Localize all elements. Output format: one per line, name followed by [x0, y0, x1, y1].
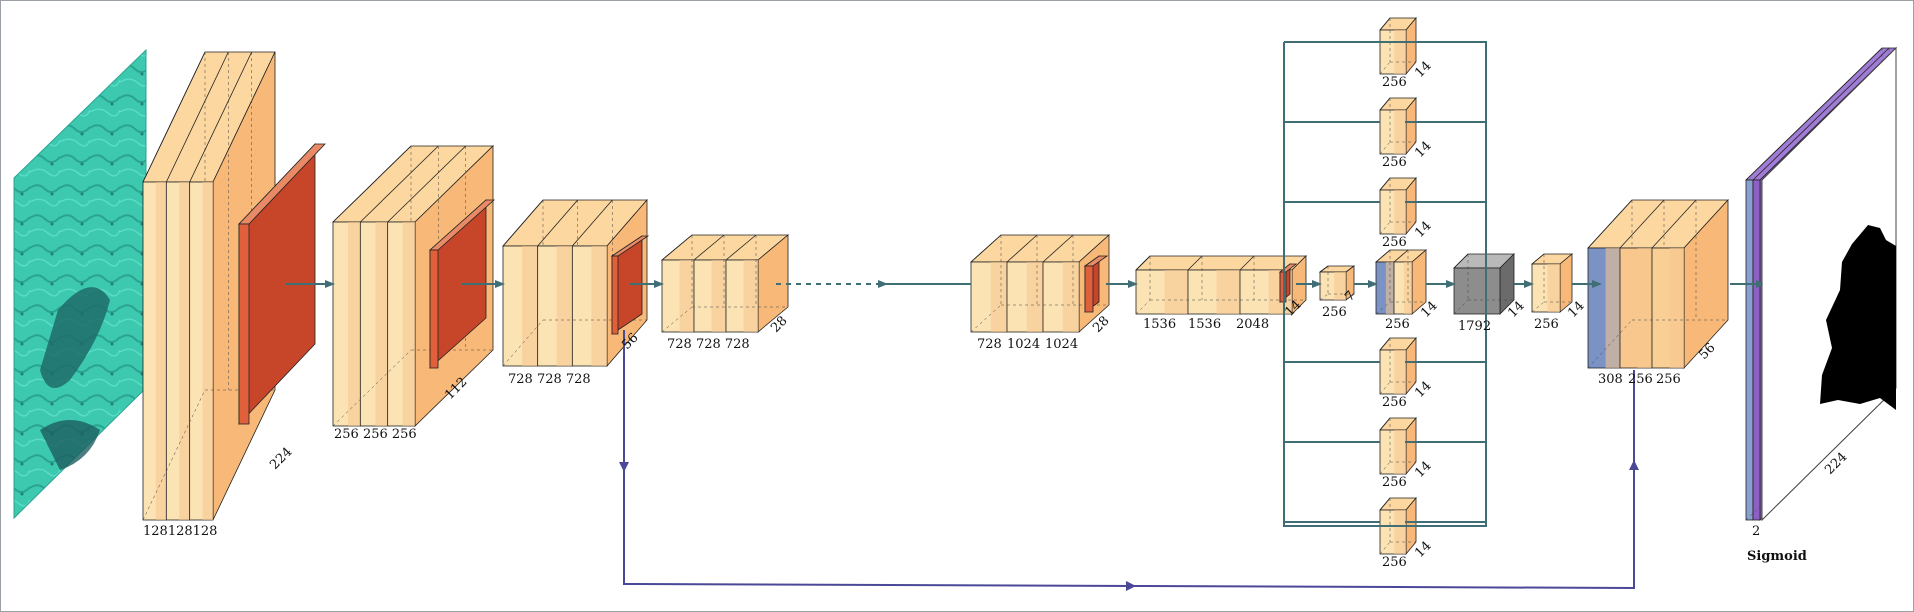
- block5-conv-stack: [969, 234, 1111, 333]
- block1-pool: [238, 142, 326, 426]
- aspp-branch-block: [1379, 176, 1417, 236]
- block1-channels-label: 128128128: [143, 524, 217, 539]
- connection-arrows: [286, 41, 1766, 591]
- gap-block: [1318, 265, 1356, 301]
- block5-pool: [1083, 255, 1109, 313]
- gap-size-label: 7: [1342, 288, 1358, 304]
- block6-channel-2: 1536: [1188, 317, 1221, 332]
- concat-channels-label: 1792: [1458, 319, 1491, 334]
- concat-block: [1453, 253, 1515, 315]
- aspp-branch-block: [1379, 16, 1417, 76]
- block2-channels-label: 256 256 256: [334, 427, 417, 442]
- decoder-stack: [1587, 198, 1729, 370]
- block4-conv-stack: [660, 234, 790, 333]
- aspp-branch-block: [1379, 336, 1417, 396]
- center-block: [1374, 249, 1428, 315]
- output-channels-label: 2: [1752, 524, 1760, 539]
- block3-channels-label: 728 728 728: [508, 372, 591, 387]
- satellite-input-image: [13, 48, 147, 520]
- aspp-branch-block: [1379, 416, 1417, 476]
- gap-channels-label: 256: [1322, 305, 1347, 320]
- block3-pool: [610, 235, 650, 335]
- sigmoid-label: Sigmoid: [1747, 549, 1807, 564]
- layer-blocks: [142, 16, 1897, 556]
- decoder-channel-1: 308: [1598, 372, 1623, 387]
- aspp-branch-block: [1379, 496, 1417, 556]
- proj-block: [1530, 253, 1574, 313]
- block4-channels-label: 728 728 728: [667, 337, 750, 352]
- block5-channel-3: 1024: [1045, 337, 1078, 352]
- block6-channel-3: 2048: [1236, 317, 1269, 332]
- aspp-branch-channels-label: 256: [1382, 475, 1407, 490]
- block5-channel-2: 1024: [1007, 337, 1040, 352]
- skip-connection-bottom: [623, 470, 1136, 591]
- segmentation-mask-output: [1761, 46, 1897, 522]
- decoder-channel-3: 256: [1656, 372, 1681, 387]
- aspp-branch-channels-label: 256: [1382, 395, 1407, 410]
- aspp-branch-block: [1379, 96, 1417, 156]
- block6-channel-1: 1536: [1143, 317, 1176, 332]
- aspp-branch-channels-label: 256: [1382, 555, 1407, 570]
- aspp-branch-channels-label: 256: [1382, 75, 1407, 90]
- aspp-branch-channels-label: 256: [1382, 235, 1407, 250]
- proj-channels-label: 256: [1534, 317, 1559, 332]
- block1-size-label: 224: [267, 445, 295, 473]
- block2-pool: [428, 199, 496, 369]
- block5-channel-1: 728: [977, 337, 1002, 352]
- aspp-branch-channels-label: 256: [1382, 155, 1407, 170]
- center-channels-label: 256: [1385, 317, 1410, 332]
- skip-connection-up: [1133, 460, 1639, 590]
- decoder-channel-2: 256: [1628, 372, 1653, 387]
